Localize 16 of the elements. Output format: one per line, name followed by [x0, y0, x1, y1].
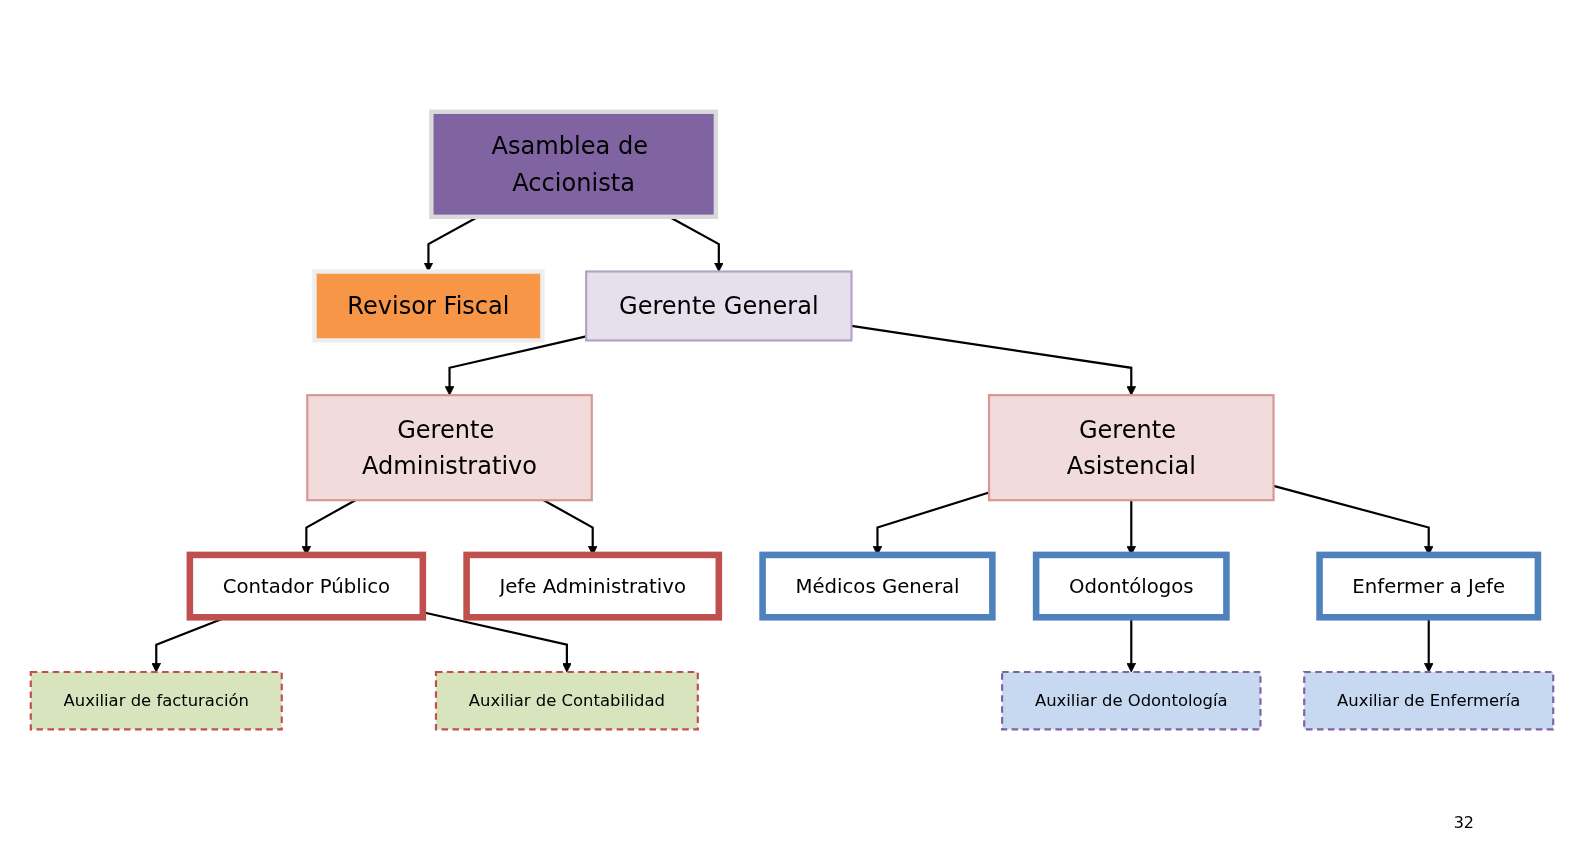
node-box: Enfermer a Jefe — [1316, 552, 1542, 621]
node-box: Gerente General — [585, 270, 853, 342]
node-box: Asamblea de Accionista — [429, 109, 719, 220]
page-number: 32 — [1453, 813, 1474, 832]
node-box: Gerente Administrativo — [306, 394, 593, 502]
arrow — [444, 335, 587, 396]
node-box: Revisor Fiscal — [312, 269, 545, 344]
node-box: Gerente Asistencial — [987, 394, 1275, 502]
node-box: Odontólogos — [1032, 552, 1230, 621]
node-box: Auxiliar de Contabilidad — [434, 671, 699, 731]
arrow — [851, 325, 1137, 396]
node-box: Auxiliar de Odontología — [1001, 671, 1262, 731]
node-box: Auxiliar de facturación — [29, 671, 283, 731]
node-box: Auxiliar de Enfermería — [1303, 671, 1555, 731]
node-box: Contador Público — [186, 552, 427, 621]
node-box: Médicos General — [759, 552, 996, 621]
